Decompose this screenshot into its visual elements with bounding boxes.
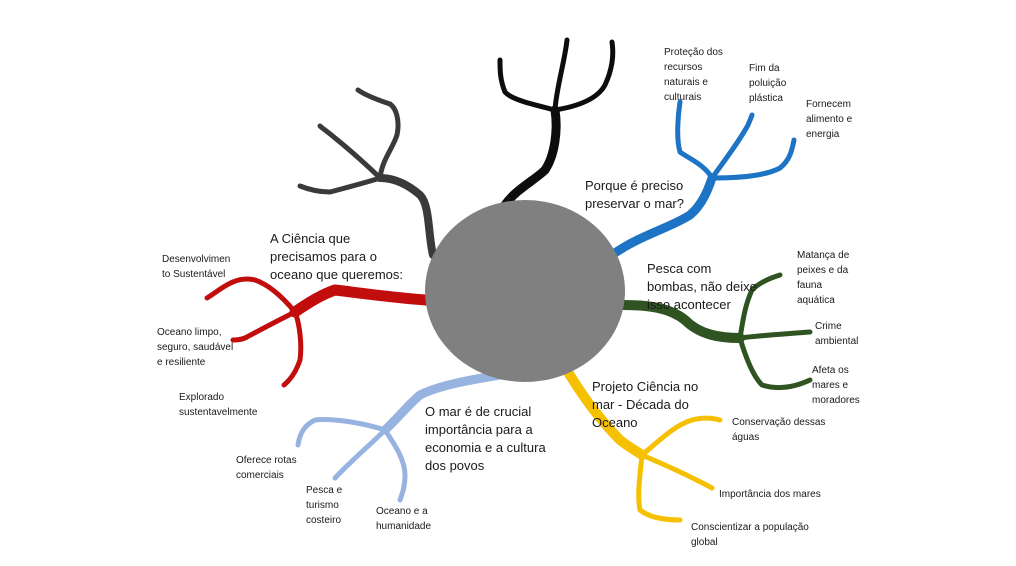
- yellow-leaf-3: Conscientizar a população global: [691, 522, 809, 548]
- branch-yellow: [563, 367, 723, 523]
- branch-darkgray: [297, 87, 437, 259]
- branch-lightblue-label: O mar é de crucial importância para a ec…: [425, 404, 546, 473]
- branch-yellow-label: Projeto Ciência no mar - Década do Ocean…: [592, 379, 699, 430]
- blue-leaf-1: Proteção dos recursos naturais e cultura…: [664, 47, 723, 103]
- green-leaf-1: Matança de peixes e da fauna aquática: [797, 250, 850, 306]
- lightblue-leaf-3: Oceano e a humanidade: [376, 506, 432, 532]
- branch-green-label: Pesca com bombas, não deixe isso acontec…: [647, 261, 757, 312]
- center-node: [425, 200, 625, 382]
- yellow-leaf-1: Conservação dessas águas: [732, 417, 826, 443]
- branch-green: [617, 272, 813, 390]
- branch-lightblue: [295, 370, 505, 503]
- yellow-leaf-2: Importância dos mares: [719, 489, 821, 500]
- branch-red: [204, 276, 432, 388]
- lightblue-leaf-1: Oferece rotas comerciais: [236, 455, 297, 481]
- blue-leaf-2: Fim da poluição plástica: [749, 63, 787, 104]
- green-leaf-2: Crime ambiental: [815, 321, 859, 347]
- red-leaf-1: Desenvolvimen to Sustentável: [162, 254, 231, 280]
- lightblue-leaf-2: Pesca e turismo costeiro: [306, 485, 343, 526]
- branch-red-label: A Ciência que precisamos para o oceano q…: [270, 231, 403, 282]
- blue-leaf-3: Fornecem alimento e energia: [806, 99, 853, 140]
- branch-blue: [607, 99, 797, 260]
- branch-blue-label: Porque é preciso preservar o mar?: [585, 178, 684, 211]
- red-leaf-3: Explorado sustentavelmente: [179, 392, 258, 418]
- green-leaf-3: Afeta os mares e moradores: [812, 365, 860, 406]
- branch-black: [497, 37, 616, 210]
- red-leaf-2: Oceano limpo, seguro, saudável e resilie…: [157, 327, 234, 368]
